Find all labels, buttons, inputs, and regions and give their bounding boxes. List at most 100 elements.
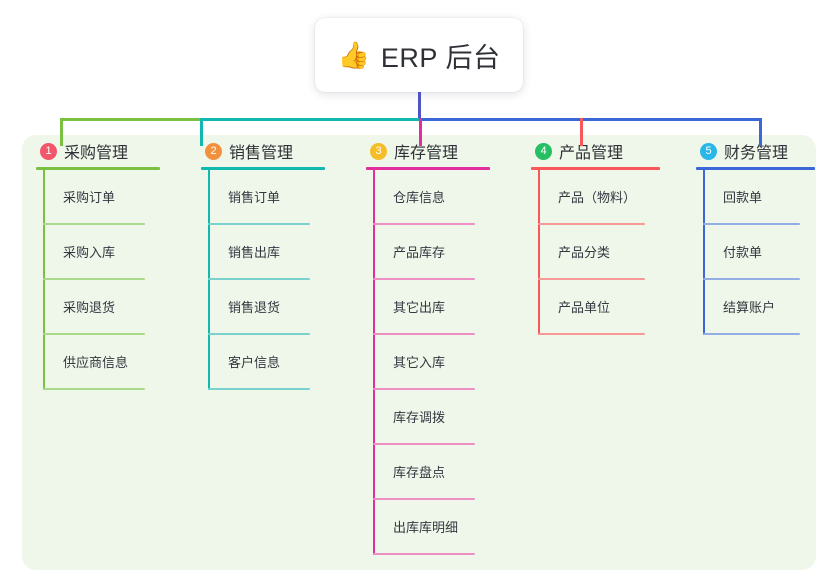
- leaf-label: 客户信息: [228, 355, 281, 370]
- leaf-label: 仓库信息: [393, 190, 446, 205]
- leaf-underline: [43, 278, 145, 280]
- leaf-node[interactable]: 采购订单: [43, 170, 182, 225]
- branch-children: 销售订单销售出库销售退货客户信息: [208, 170, 347, 390]
- thumbs-up-icon: 👍: [337, 40, 370, 70]
- leaf-label: 采购退货: [63, 300, 116, 315]
- root-node-content: 👍 ERP 后台: [338, 36, 501, 75]
- leaf-label: 库存调拨: [393, 410, 446, 425]
- leaf-label: 采购订单: [63, 190, 116, 205]
- leaf-underline: [538, 278, 645, 280]
- leaf-node[interactable]: 付款单: [703, 225, 837, 280]
- leaf-node[interactable]: 客户信息: [208, 335, 347, 390]
- branch-number-badge: 5: [700, 142, 717, 160]
- branch-label: 采购管理: [64, 145, 129, 162]
- branch-header-5[interactable]: 5 财务管理: [682, 135, 837, 167]
- leaf-label: 产品库存: [393, 245, 446, 260]
- trunk-segment: [60, 118, 200, 121]
- branch-underline: [531, 167, 660, 170]
- branch-label: 库存管理: [394, 145, 459, 162]
- leaf-underline: [208, 223, 310, 225]
- leaf-node[interactable]: 销售出库: [208, 225, 347, 280]
- branch-number-badge: 1: [40, 142, 57, 160]
- branch-label: 销售管理: [229, 145, 294, 162]
- branch-children: 采购订单采购入库采购退货供应商信息: [43, 170, 182, 390]
- leaf-node[interactable]: 库存盘点: [373, 445, 512, 500]
- branch-header-1[interactable]: 1 采购管理: [22, 135, 182, 167]
- leaf-underline: [208, 388, 310, 390]
- leaf-label: 其它入库: [393, 355, 446, 370]
- branch-label: 产品管理: [559, 145, 624, 162]
- leaf-underline: [373, 278, 475, 280]
- leaf-node[interactable]: 产品库存: [373, 225, 512, 280]
- leaf-underline: [208, 278, 310, 280]
- branch-column-1: 1 采购管理采购订单采购入库采购退货供应商信息: [22, 135, 182, 390]
- branch-spine: [538, 170, 540, 335]
- leaf-node[interactable]: 销售订单: [208, 170, 347, 225]
- leaf-underline: [538, 223, 645, 225]
- branch-spine: [208, 170, 210, 390]
- branch-underline: [366, 167, 490, 170]
- branch-drop-stem: [419, 118, 422, 146]
- branch-children: 产品（物料）产品分类产品单位: [538, 170, 682, 335]
- branch-spine: [703, 170, 705, 335]
- branch-children: 仓库信息产品库存其它出库其它入库库存调拨库存盘点出库库明细: [373, 170, 512, 555]
- branch-header-2[interactable]: 2 销售管理: [187, 135, 347, 167]
- leaf-node[interactable]: 销售退货: [208, 280, 347, 335]
- leaf-label: 结算账户: [723, 300, 776, 315]
- branch-underline: [201, 167, 325, 170]
- branch-drop-stem: [60, 118, 63, 146]
- leaf-underline: [373, 333, 475, 335]
- branch-underline: [696, 167, 815, 170]
- branch-number-badge: 4: [535, 142, 552, 160]
- leaf-label: 库存盘点: [393, 465, 446, 480]
- leaf-label: 销售订单: [228, 190, 281, 205]
- trunk-segment: [200, 118, 419, 121]
- leaf-label: 其它出库: [393, 300, 446, 315]
- leaf-node[interactable]: 供应商信息: [43, 335, 182, 390]
- leaf-underline: [538, 333, 645, 335]
- leaf-node[interactable]: 回款单: [703, 170, 837, 225]
- leaf-node[interactable]: 采购退货: [43, 280, 182, 335]
- leaf-node[interactable]: 仓库信息: [373, 170, 512, 225]
- leaf-node[interactable]: 产品（物料）: [538, 170, 682, 225]
- branch-column-5: 5 财务管理回款单付款单结算账户: [682, 135, 837, 335]
- leaf-node[interactable]: 产品单位: [538, 280, 682, 335]
- leaf-label: 出库库明细: [393, 520, 459, 535]
- branch-drop-stem: [580, 118, 583, 146]
- branch-header-4[interactable]: 4 产品管理: [517, 135, 682, 167]
- branches-panel: 1 采购管理采购订单采购入库采购退货供应商信息 2 销售管理销售订单销售出库销售退货客…: [22, 135, 816, 570]
- leaf-underline: [373, 223, 475, 225]
- root-connector-stem: [418, 92, 421, 119]
- leaf-node[interactable]: 结算账户: [703, 280, 837, 335]
- branch-drop-stem: [759, 118, 762, 146]
- leaf-label: 销售出库: [228, 245, 281, 260]
- leaf-underline: [373, 498, 475, 500]
- branch-drop-stem: [200, 118, 203, 146]
- branch-number-badge: 2: [205, 142, 222, 160]
- leaf-underline: [43, 333, 145, 335]
- leaf-underline: [43, 388, 145, 390]
- leaf-node[interactable]: 出库库明细: [373, 500, 512, 555]
- branch-label: 财务管理: [724, 145, 789, 162]
- leaf-underline: [373, 443, 475, 445]
- branch-underline: [36, 167, 160, 170]
- branch-spine: [43, 170, 45, 390]
- leaf-label: 付款单: [723, 245, 763, 260]
- leaf-node[interactable]: 产品分类: [538, 225, 682, 280]
- leaf-node[interactable]: 库存调拨: [373, 390, 512, 445]
- leaf-label: 销售退货: [228, 300, 281, 315]
- leaf-underline: [703, 223, 800, 225]
- leaf-underline: [43, 223, 145, 225]
- leaf-label: 采购入库: [63, 245, 116, 260]
- root-node[interactable]: 👍 ERP 后台: [315, 18, 523, 92]
- leaf-underline: [373, 553, 475, 555]
- leaf-underline: [373, 388, 475, 390]
- leaf-node[interactable]: 其它入库: [373, 335, 512, 390]
- branch-spine: [373, 170, 375, 555]
- leaf-node[interactable]: 采购入库: [43, 225, 182, 280]
- leaf-node[interactable]: 其它出库: [373, 280, 512, 335]
- root-node-title: ERP 后台: [380, 42, 501, 73]
